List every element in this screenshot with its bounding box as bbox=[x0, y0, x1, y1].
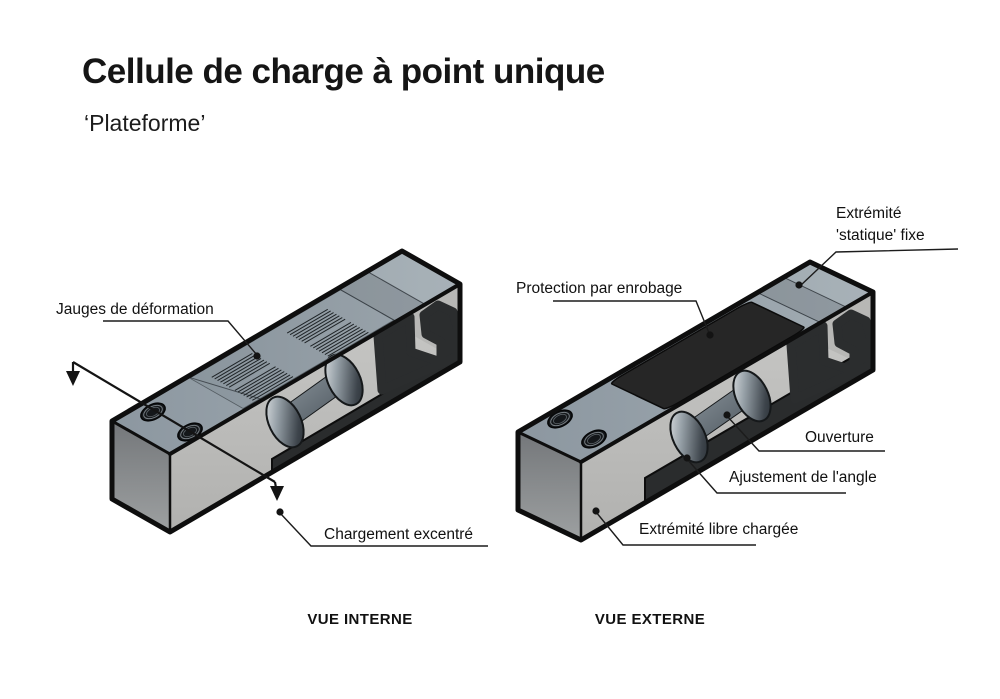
label-opening: Ouverture bbox=[805, 429, 874, 446]
leader-loaded-end bbox=[595, 511, 756, 546]
external-view-drawing bbox=[515, 259, 876, 543]
strain-gauge-slots bbox=[212, 309, 369, 400]
label-fixed-end: Extrémité 'statique' fixe bbox=[836, 203, 925, 247]
leader-opening bbox=[726, 415, 885, 452]
leader-lines bbox=[103, 248, 959, 547]
load-axis-arrows bbox=[66, 361, 284, 501]
label-fixed-end-line1: Extrémité bbox=[836, 205, 902, 222]
end-cap-face bbox=[112, 421, 170, 532]
label-strain-gauges: Jauges de déformation bbox=[56, 301, 214, 318]
internal-view-drawing bbox=[109, 248, 463, 535]
saddle-band bbox=[757, 277, 847, 323]
silhouette bbox=[515, 259, 876, 543]
caption-internal-view: VUE INTERNE bbox=[307, 611, 413, 628]
leader-dots bbox=[253, 281, 803, 516]
page-title: Cellule de charge à point unique bbox=[82, 52, 605, 91]
leader-strain-gauges bbox=[103, 320, 258, 356]
silhouette bbox=[109, 248, 463, 535]
label-coating: Protection par enrobage bbox=[516, 280, 683, 297]
down-arrow-icon bbox=[270, 486, 284, 501]
end-cap-face bbox=[518, 432, 581, 540]
top-face bbox=[112, 251, 460, 454]
threaded-holes bbox=[547, 409, 607, 449]
saddle-band bbox=[338, 271, 426, 322]
bore-cutout bbox=[669, 369, 772, 464]
caption-external-view: VUE EXTERNE bbox=[594, 611, 706, 628]
label-eccentric-load: Chargement excentré bbox=[324, 526, 474, 543]
leader-fixed-end bbox=[799, 248, 959, 287]
leader-eccentric-load bbox=[279, 512, 488, 547]
epoxy-coating bbox=[609, 301, 806, 410]
label-angle-adjustment: Ajustement de l'angle bbox=[729, 469, 877, 486]
down-arrow-icon bbox=[66, 371, 80, 386]
leader-coating bbox=[553, 300, 710, 334]
page-subtitle: ‘Plateforme’ bbox=[84, 110, 206, 136]
leader-angle-adjustment bbox=[686, 458, 846, 494]
label-fixed-end-line2: 'statique' fixe bbox=[836, 227, 925, 244]
label-loaded-end: Extrémité libre chargée bbox=[639, 521, 799, 538]
bore-cutout bbox=[265, 353, 364, 449]
